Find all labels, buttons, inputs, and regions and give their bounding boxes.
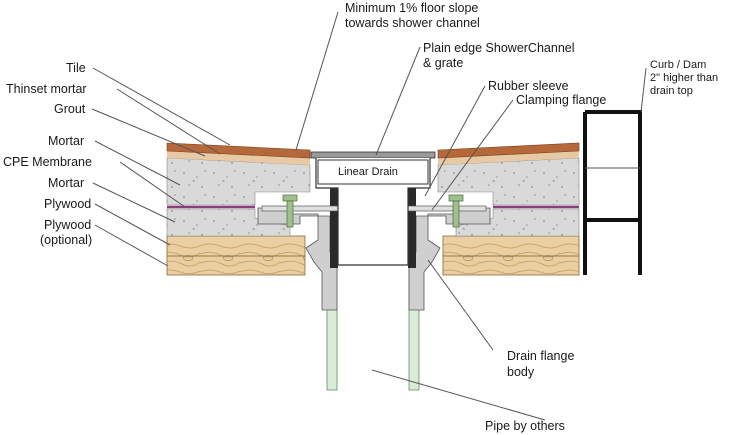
left-plywood-optional — [166, 254, 306, 276]
label-curb-2: 2" higher than — [650, 72, 718, 84]
right-mortar-bottom — [455, 208, 580, 237]
clamp-left — [261, 205, 341, 212]
left-thinset — [167, 151, 310, 165]
label-channel-1: Plain edge ShowerChannel — [423, 41, 575, 55]
label-plywood: Plywood — [44, 197, 91, 211]
label-plywood-optional-2: (optional) — [40, 233, 92, 247]
label-drain-flange-1: Drain flange — [507, 349, 574, 363]
flange-body-left — [257, 207, 338, 311]
label-tile: Tile — [66, 61, 86, 75]
right-plywood-optional — [442, 254, 580, 276]
label-rubber-sleeve: Rubber sleeve — [488, 79, 569, 93]
clamp-right — [405, 205, 487, 212]
right-thinset — [438, 151, 579, 165]
label-floor-slope-1: Minimum 1% floor slope — [345, 1, 478, 15]
leader-lines — [91, 11, 647, 421]
rubber-sleeve-right — [408, 188, 416, 268]
labels: Minimum 1% floor slope towards shower ch… — [3, 1, 718, 433]
label-drain-flange-2: body — [507, 365, 535, 379]
label-grout: Grout — [54, 102, 86, 116]
label-floor-slope-2: towards shower channel — [345, 16, 480, 30]
label-curb-3: drain top — [650, 85, 693, 97]
label-curb-1: Curb / Dam — [650, 59, 706, 71]
bolt-left — [282, 194, 298, 228]
label-mortar-bottom: Mortar — [48, 176, 84, 190]
linear-drain-channel — [310, 151, 436, 266]
left-tile — [166, 142, 311, 159]
label-cpe-membrane: CPE Membrane — [3, 155, 92, 169]
left-plywood — [166, 235, 306, 257]
rubber-sleeve-left — [330, 188, 338, 268]
linear-drain-label: Linear Drain — [338, 166, 398, 178]
bolt-right — [448, 194, 464, 228]
label-thinset: Thinset mortar — [6, 82, 87, 96]
label-channel-2: & grate — [423, 56, 463, 70]
label-pipe: Pipe by others — [485, 419, 565, 433]
drain-assembly: Linear Drain — [257, 151, 491, 391]
left-floor-assembly — [166, 142, 311, 276]
flange-body-right — [408, 207, 491, 311]
label-mortar-top: Mortar — [48, 134, 84, 148]
right-floor-assembly — [437, 142, 580, 276]
label-clamping-flange: Clamping flange — [516, 93, 606, 107]
right-plywood — [442, 235, 580, 257]
label-plywood-optional-1: Plywood — [44, 218, 91, 232]
curb-dam — [583, 110, 642, 275]
